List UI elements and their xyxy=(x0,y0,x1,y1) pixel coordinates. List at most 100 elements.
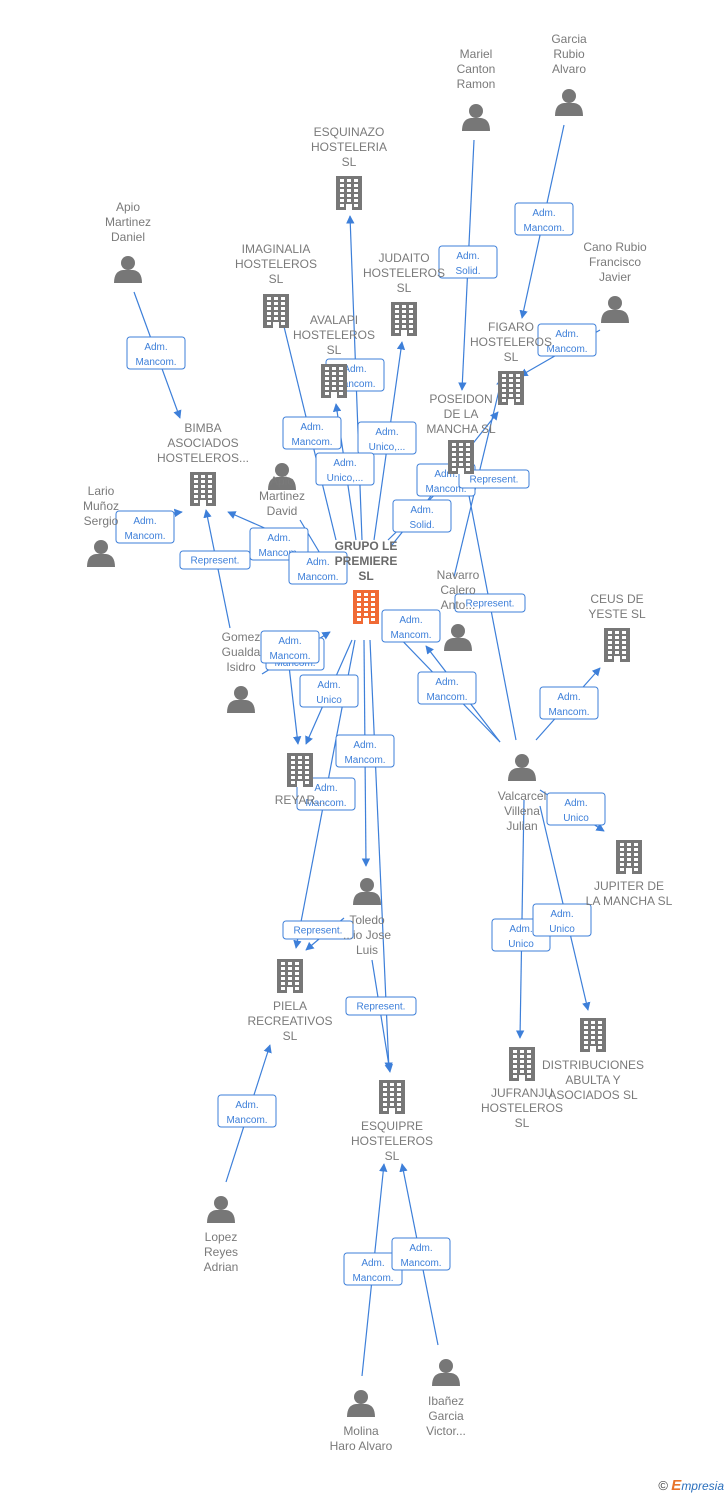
edge-label-text: Adm. xyxy=(361,1258,384,1269)
node-label: Victor... xyxy=(426,1424,466,1438)
edge-label-apio-d[interactable]: Adm.Mancom. xyxy=(126,336,186,370)
edge-label-garcia[interactable]: Adm.Mancom. xyxy=(514,202,574,236)
node-label: Toledo xyxy=(349,913,385,927)
node-label: RECREATIVOS xyxy=(247,1014,332,1028)
edge-label-grupo-val[interactable]: Adm.Mancom. xyxy=(381,609,441,643)
edge-label-box xyxy=(458,469,530,489)
node-label: SL xyxy=(327,343,342,357)
edge-label-text: Adm. xyxy=(333,458,356,469)
node-label: LA MANCHA SL xyxy=(586,894,673,908)
edge-label-reyar-u[interactable]: Adm.Unico xyxy=(299,674,359,708)
node-label: GRUPO LE xyxy=(335,539,398,553)
edge-label-text: Solid. xyxy=(455,266,480,277)
node-label: HOSTELEROS xyxy=(293,328,375,342)
person-icon xyxy=(353,878,381,905)
edge-label-mariel[interactable]: Adm.Solid. xyxy=(438,245,498,279)
brand-logo-text: mpresia xyxy=(681,1479,724,1493)
edge-label-text: Adm. xyxy=(343,364,366,375)
brand-footer[interactable]: © Empresia xyxy=(658,1477,724,1494)
node-label: ASOCIADOS SL xyxy=(548,1088,638,1102)
edge-label-ibanez[interactable]: Adm.Mancom. xyxy=(391,1237,451,1271)
edge-label-judaito[interactable]: Adm.Unico,... xyxy=(357,421,417,455)
node-label: Navarro xyxy=(437,568,480,582)
edge-label-text: Mancom. xyxy=(523,223,564,234)
edge-label-text: Adm. xyxy=(399,615,422,626)
edge-label-cano[interactable]: Adm.Mancom. xyxy=(537,323,597,357)
edge-label-text: Mancom. xyxy=(305,798,346,809)
edge-label-bimba-rep[interactable]: Represent. xyxy=(179,550,251,570)
edge-label-lario[interactable]: Adm.Mancom. xyxy=(115,510,175,544)
node-label: JUDAITO xyxy=(378,251,429,265)
edge-label-esquipre-rep[interactable]: Represent. xyxy=(345,996,417,1016)
edge-label-esq[interactable]: Adm. Unico,... xyxy=(315,452,375,486)
node-label: DE LA xyxy=(444,407,479,421)
node-label: SL xyxy=(342,155,357,169)
node-label: Daniel xyxy=(111,230,145,244)
node-label: AVALAPI xyxy=(310,313,358,327)
building-icon xyxy=(321,364,347,398)
edge-label-navarro[interactable]: Represent. xyxy=(454,593,526,613)
edge-label-figaro[interactable]: Represent. xyxy=(458,469,530,489)
node-label: CEUS DE xyxy=(590,592,643,606)
edge-label-box xyxy=(260,630,320,664)
edge-label-ceus[interactable]: Adm.Mancom. xyxy=(539,686,599,720)
building-icon xyxy=(448,440,474,474)
edge-label-imag[interactable]: Adm.Mancom. xyxy=(282,416,342,450)
edge-label-lopez[interactable]: Adm.Mancom. xyxy=(217,1094,277,1128)
company-node-bimba[interactable]: BIMBAASOCIADOSHOSTELEROS... xyxy=(157,421,249,506)
edge-label-text: Mancom. xyxy=(269,651,310,662)
edge-label-distrib[interactable]: Adm.Unico xyxy=(532,903,592,937)
edge-label-box xyxy=(126,336,186,370)
person-node-navarro[interactable]: NavarroCaleroAnto... xyxy=(437,568,480,651)
edge-label-text: Mancom. xyxy=(291,437,332,448)
edge-label-solid[interactable]: Adm.Solid. xyxy=(392,499,452,533)
edge-label-box xyxy=(282,920,354,940)
edge-label-piela-rep[interactable]: Represent. xyxy=(282,920,354,940)
edge-label-text: Mancom. xyxy=(258,548,299,559)
node-label: Luis xyxy=(356,943,378,957)
edge-label-david[interactable]: Adm.Mancom. xyxy=(288,551,348,585)
edge-label-box xyxy=(357,421,417,455)
edge-label-box xyxy=(417,671,477,705)
edge-label-grupo-val2[interactable]: Adm.Mancom. xyxy=(417,671,477,705)
node-label: Martinez xyxy=(259,489,305,503)
edge-label-text: Unico,... xyxy=(327,473,364,484)
node-label: HOSTELEROS xyxy=(235,257,317,271)
node-label: Garcia xyxy=(551,32,587,46)
edge-label-text: Mancom. xyxy=(425,484,466,495)
edge-label-jupiter[interactable]: Adm.Unico xyxy=(546,792,606,826)
edge-label-box xyxy=(532,903,592,937)
person-node-ibanez[interactable]: IbañezGarciaVictor... xyxy=(426,1359,466,1438)
edge-label-toledo[interactable]: Adm.Mancom. xyxy=(335,734,395,768)
node-label: DISTRIBUCIONES xyxy=(542,1058,644,1072)
node-label: MANCHA SL xyxy=(426,422,496,436)
node-label: HOSTELEROS xyxy=(470,335,552,349)
edge-label-text: Mancom. xyxy=(344,755,385,766)
company-node-reyar[interactable]: REYAR... xyxy=(275,753,325,807)
edge-label-reyar-m[interactable]: Adm.Mancom. xyxy=(260,630,320,664)
